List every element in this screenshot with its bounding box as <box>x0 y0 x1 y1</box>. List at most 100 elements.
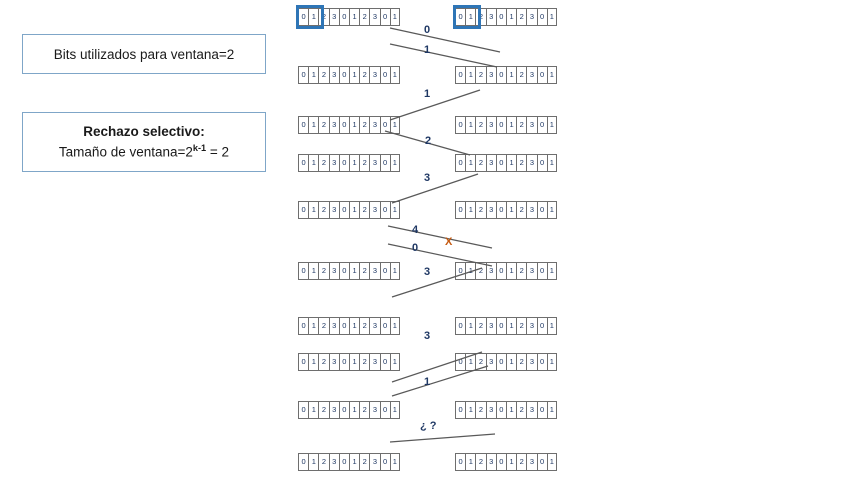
sequence-cell: 3 <box>526 453 537 471</box>
arrow-label: 3 <box>424 172 431 184</box>
sequence-cell: 1 <box>308 66 319 84</box>
sequence-cell: 0 <box>338 262 349 280</box>
sequence-cell: 2 <box>475 116 486 134</box>
sequence-cell: 0 <box>455 66 466 84</box>
sequence-cell: 2 <box>318 116 329 134</box>
sequence-cell: 3 <box>485 262 496 280</box>
sequence-cell: 0 <box>298 262 309 280</box>
sequence-cell: 2 <box>318 401 329 419</box>
sequence-cell: 0 <box>338 154 349 172</box>
sequence-cell: 0 <box>495 116 506 134</box>
sequence-cell: 1 <box>465 66 476 84</box>
sequence-cell: 1 <box>348 154 360 172</box>
sequence-cell: 0 <box>536 201 547 219</box>
note-selective-reject-title: Rechazo selectivo: <box>83 124 205 140</box>
sequence-cell: 2 <box>516 401 527 419</box>
sequence-cell: 0 <box>536 453 547 471</box>
formula-suffix: = 2 <box>206 144 230 160</box>
formula-prefix: Tamaño de ventana=2 <box>58 144 193 160</box>
sequence-cell: 1 <box>348 8 360 26</box>
sequence-cell: 0 <box>298 201 309 219</box>
sequence-cell: 1 <box>505 453 517 471</box>
sequence-cell: 2 <box>516 317 527 335</box>
sequence-cell: 0 <box>338 116 349 134</box>
sequence-cell: 1 <box>389 262 400 280</box>
sequence-cell: 2 <box>475 8 486 26</box>
sequence-cell: 1 <box>505 154 517 172</box>
sequence-cell: 2 <box>359 66 370 84</box>
sequence-cell: 0 <box>338 401 349 419</box>
sequence-cell: 3 <box>328 317 339 335</box>
sequence-cell: 3 <box>328 154 339 172</box>
sequence-cell: 1 <box>505 8 517 26</box>
sequence-cell: 1 <box>389 154 400 172</box>
sequence-cell: 0 <box>536 401 547 419</box>
sequence-cell: 1 <box>465 201 476 219</box>
sequence-cell: 2 <box>475 154 486 172</box>
sequence-cell: 0 <box>536 66 547 84</box>
sequence-cell: 3 <box>369 401 380 419</box>
sequence-cell: 3 <box>485 116 496 134</box>
arrow-label: 0 <box>412 242 419 254</box>
sequence-cell: 0 <box>379 353 390 371</box>
sequence-cell: 0 <box>495 154 506 172</box>
sequence-cell: 3 <box>485 201 496 219</box>
sequence-cell: 0 <box>379 262 390 280</box>
sequence-cell: 3 <box>526 401 537 419</box>
sequence-cell: 2 <box>475 353 486 371</box>
sequence-cell: 0 <box>455 453 466 471</box>
sequence-cell: 3 <box>328 453 339 471</box>
sequence-cell: 0 <box>536 154 547 172</box>
sequence-cell: 0 <box>379 66 390 84</box>
sequence-cell: 1 <box>465 116 476 134</box>
sequence-cell: 3 <box>485 353 496 371</box>
sequence-cell: 2 <box>318 201 329 219</box>
sequence-cell: 3 <box>526 154 537 172</box>
sequence-cell: 2 <box>516 116 527 134</box>
sequence-cell: 0 <box>455 317 466 335</box>
sequence-cell: 0 <box>536 353 547 371</box>
sequence-cell: 1 <box>505 66 517 84</box>
sequence-cell: 3 <box>369 201 380 219</box>
sequence-cell: 3 <box>328 116 339 134</box>
sequence-cell: 1 <box>348 116 360 134</box>
sequence-cell: 0 <box>455 116 466 134</box>
sequence-cell: 0 <box>536 317 547 335</box>
note-bits-window: Bits utilizados para ventana=2 <box>22 34 266 74</box>
sequence-cell: 0 <box>495 262 506 280</box>
arrow-label: 1 <box>424 88 431 100</box>
sequence-cell: 3 <box>526 262 537 280</box>
sequence-cell: 3 <box>369 453 380 471</box>
sequence-cell: 0 <box>495 317 506 335</box>
sequence-cell: 2 <box>516 154 527 172</box>
sequence-cell: 3 <box>526 201 537 219</box>
sequence-cell: 3 <box>526 8 537 26</box>
sequence-cell: 1 <box>465 317 476 335</box>
sequence-cell: 0 <box>298 66 309 84</box>
transmission-arrow <box>389 43 498 68</box>
sequence-cell: 1 <box>546 262 557 280</box>
sequence-cell: 2 <box>318 262 329 280</box>
sequence-cell: 0 <box>379 453 390 471</box>
sequence-cell: 2 <box>359 401 370 419</box>
sequence-cell: 1 <box>308 8 319 26</box>
sequence-cell: 3 <box>369 8 380 26</box>
arrow-label: 4 <box>412 224 419 236</box>
sequence-cell: 1 <box>546 116 557 134</box>
sequence-cell: 0 <box>455 353 466 371</box>
sequence-cell: 2 <box>318 66 329 84</box>
sequence-cell: 2 <box>516 8 527 26</box>
sequence-cell: 1 <box>348 453 360 471</box>
sequence-cell: 0 <box>495 66 506 84</box>
